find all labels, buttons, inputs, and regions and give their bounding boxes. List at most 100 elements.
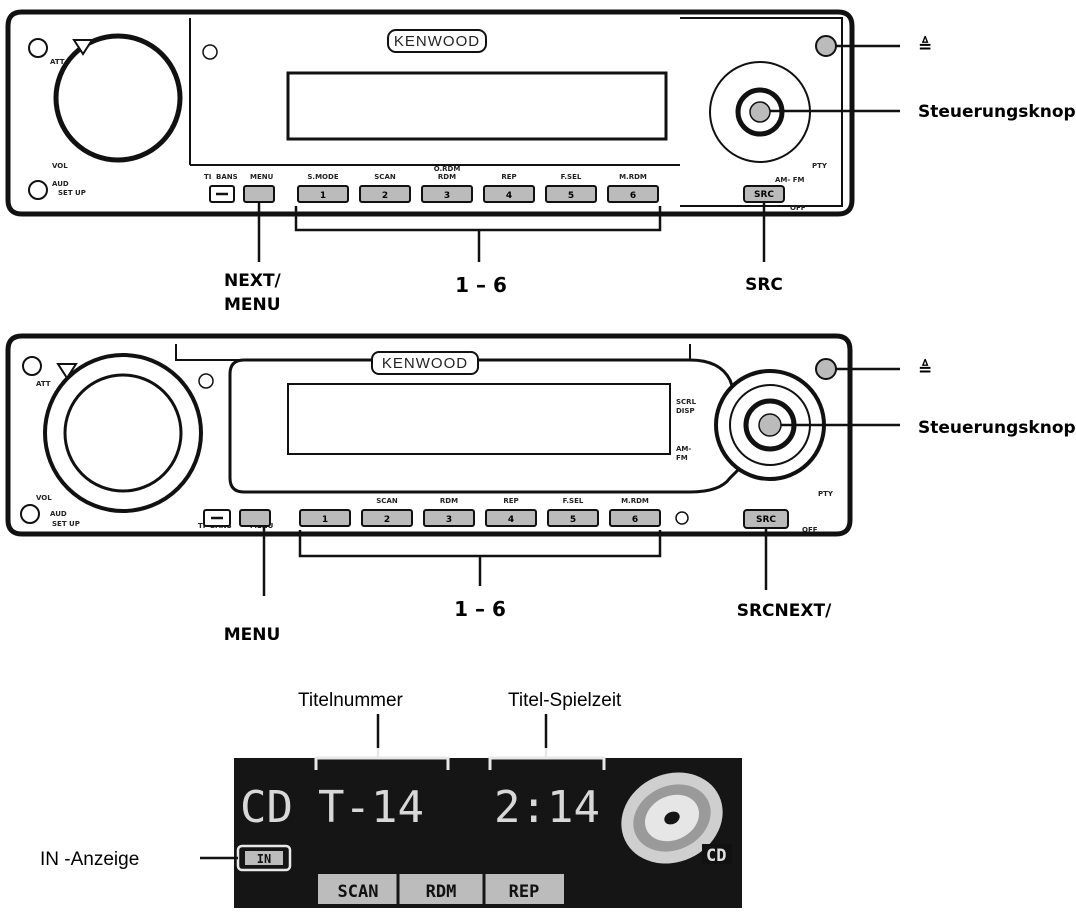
preset-button-3[interactable] — [423, 509, 475, 527]
eject-button-2[interactable] — [815, 358, 837, 380]
preset-label: RDM — [438, 173, 456, 181]
in-indicator-caption: IN -Anzeige — [40, 849, 139, 870]
indicator-dot — [675, 511, 689, 525]
src-button-label-2: SRC — [756, 515, 776, 525]
aud-label: AUD — [52, 180, 69, 188]
eject-button[interactable] — [815, 35, 837, 57]
att-button[interactable] — [28, 38, 48, 58]
aud-button-2[interactable] — [20, 504, 40, 524]
preset-button-6[interactable] — [607, 185, 659, 203]
preset-button-5[interactable] — [547, 509, 599, 527]
display-window — [286, 71, 668, 141]
menu-callout-2: MENU — [224, 625, 281, 645]
lcd-source: CD — [240, 782, 293, 833]
src-next-callout: SRCNEXT/ — [737, 601, 832, 621]
preset-number: 4 — [506, 191, 512, 201]
pty-label: PTY — [812, 162, 828, 170]
menu-button-2[interactable] — [239, 509, 271, 527]
preset-number: 5 — [568, 191, 574, 201]
track-number-caption: Titelnummer — [298, 690, 404, 711]
preset-label: SCAN — [374, 173, 396, 181]
setup-label-2: SET UP — [52, 520, 80, 528]
preset-number: 1 — [322, 515, 328, 525]
preset-label: REP — [501, 173, 516, 181]
preset-label: M.RDM — [619, 173, 647, 181]
next-callout: NEXT/ — [224, 271, 282, 291]
att-button-2[interactable] — [22, 356, 42, 376]
lcd-time: 2:14 — [494, 782, 600, 833]
off-label-2: OFF — [802, 526, 818, 534]
preset-number: 2 — [384, 515, 390, 525]
brand-plate-2 — [371, 351, 479, 375]
brand-plate — [387, 29, 487, 53]
eject-callout: ≜ — [918, 35, 932, 57]
menu-callout: MENU — [224, 295, 281, 315]
bans-label: BANS — [216, 173, 238, 181]
aud-button[interactable] — [28, 180, 48, 200]
mode-rep: REP — [509, 882, 540, 902]
preset-label: SCAN — [376, 497, 398, 505]
preset-number: 3 — [444, 191, 450, 201]
volume-up-triangle — [72, 39, 94, 56]
preset-button-4[interactable] — [485, 509, 537, 527]
volume-up-triangle-2 — [56, 363, 78, 380]
vol-label-2: VOL — [36, 494, 52, 502]
preset-number: 2 — [382, 191, 388, 201]
mode-strip — [318, 874, 564, 904]
eject-callout-2: ≜ — [918, 358, 932, 380]
vol-label: VOL — [52, 162, 68, 170]
preset-sublabel: O.RDM — [434, 165, 461, 173]
indicator-led — [202, 44, 218, 60]
off-label: OFF — [790, 204, 806, 212]
preset-button-5[interactable] — [545, 185, 597, 203]
disp-label: DISP — [676, 407, 695, 415]
preset-button-4[interactable] — [483, 185, 535, 203]
setup-label: SET UP — [58, 189, 86, 197]
preset-number: 6 — [630, 191, 636, 201]
preset-button-3[interactable] — [421, 185, 473, 203]
scrl-label: SCRL — [676, 398, 697, 406]
preset-button-1[interactable] — [297, 185, 349, 203]
volume-knob-2[interactable] — [63, 373, 183, 493]
cd-badge: CD — [706, 846, 726, 866]
preset-number: 3 — [446, 515, 452, 525]
volume-knob[interactable] — [53, 33, 183, 163]
in-indicator: IN — [257, 852, 271, 866]
am-label-2: AM- — [676, 445, 691, 453]
ti-label: TI — [204, 173, 211, 181]
play-pause-button-2[interactable] — [758, 413, 782, 437]
preset-button-1[interactable] — [299, 509, 351, 527]
brand-logo-2: KENWOOD — [382, 355, 468, 372]
presets-callout: 1 – 6 — [455, 273, 507, 297]
src-button-label: SRC — [754, 190, 774, 200]
att-label: ATT — [50, 58, 65, 66]
brand-logo: KENWOOD — [394, 33, 480, 50]
car-stereo-unit-1: ATT VOL AUD SET UP KENWOOD TI BANS MENU … — [5, 9, 1076, 315]
aud-label-2: AUD — [50, 510, 67, 518]
pty-label-2: PTY — [818, 490, 834, 498]
preset-label: S.MODE — [307, 173, 338, 181]
preset-label: F.SEL — [563, 497, 584, 505]
play-pause-button[interactable] — [749, 101, 771, 123]
display-window-2 — [287, 383, 671, 455]
preset-number: 4 — [508, 515, 514, 525]
preset-label: REP — [503, 497, 518, 505]
preset-button-2[interactable] — [361, 509, 413, 527]
am-fm-label: AM- FM — [775, 176, 805, 184]
preset-number: 5 — [570, 515, 576, 525]
preset-button-2[interactable] — [359, 185, 411, 203]
lcd-display-diagram: Titelnummer Titel-Spielzeit CD T-14 2:14… — [40, 690, 742, 908]
next-menu-button[interactable] — [243, 185, 275, 203]
preset-label: M.RDM — [621, 497, 649, 505]
indicator-led-2 — [198, 373, 214, 389]
control-knob-callout-2: Steuerungsknopf — [918, 418, 1076, 438]
preset-button-6[interactable] — [609, 509, 661, 527]
lcd-track: T-14 — [318, 782, 424, 833]
mode-rdm: RDM — [426, 882, 457, 902]
att-label-2: ATT — [36, 380, 51, 388]
car-stereo-unit-2: ATT VOL AUD SET UP KENWOOD SCRL DISP AM-… — [5, 333, 1076, 645]
preset-label: F.SEL — [561, 173, 582, 181]
